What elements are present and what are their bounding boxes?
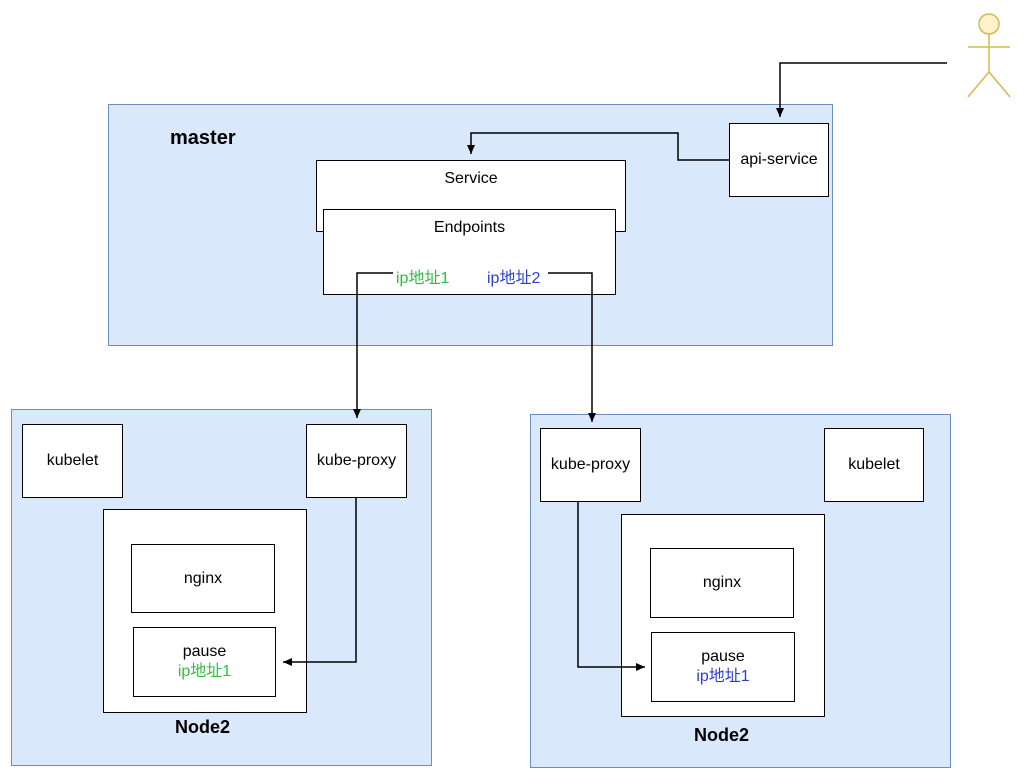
- node-left-kube-proxy-label: kube-proxy: [316, 452, 397, 469]
- api-service-box[interactable]: api-service: [729, 123, 829, 197]
- node-left-nginx-box[interactable]: nginx: [131, 544, 275, 613]
- service-label: Service: [444, 170, 498, 187]
- node-left-title: Node2: [175, 717, 231, 737]
- node-right-kubelet-box[interactable]: kubelet: [824, 428, 924, 502]
- node-right-pause-text: pause ip地址1: [696, 647, 749, 687]
- master-title: master: [170, 127, 236, 149]
- node-right-nginx-box[interactable]: nginx: [650, 548, 794, 618]
- endpoint-ip2-label: ip地址2: [484, 264, 544, 288]
- endpoints-box[interactable]: Endpoints: [323, 209, 616, 295]
- node-right-pause-box[interactable]: pause ip地址1: [651, 632, 795, 702]
- node-right-kube-proxy-label: kube-proxy: [550, 456, 631, 473]
- api-service-label: api-service: [740, 151, 818, 168]
- node-left-kubelet-box[interactable]: kubelet: [22, 424, 123, 498]
- node-right-pause-label: pause: [701, 648, 745, 665]
- node-left-kube-proxy-box[interactable]: kube-proxy: [306, 424, 407, 498]
- node-left-nginx-label: nginx: [183, 569, 223, 587]
- node-right-nginx-label: nginx: [702, 574, 742, 591]
- node-left-pause-label: pause: [182, 643, 227, 660]
- node-left-pause-ip: ip地址1: [177, 663, 232, 680]
- user-actor-icon: [967, 13, 1011, 98]
- node-right-kubelet-label: kubelet: [848, 456, 900, 473]
- node-right-pause-ip: ip地址1: [696, 668, 750, 685]
- node-left-pause-box[interactable]: pause ip地址1: [133, 627, 276, 697]
- node-right-title: Node2: [694, 725, 750, 745]
- node-right-kube-proxy-box[interactable]: kube-proxy: [540, 428, 641, 502]
- node-left-kubelet-label: kubelet: [46, 452, 99, 469]
- endpoint-ip1-label: ip地址1: [393, 264, 453, 288]
- endpoints-label: Endpoints: [433, 219, 506, 236]
- node-left-pause-text: pause ip地址1: [178, 642, 231, 682]
